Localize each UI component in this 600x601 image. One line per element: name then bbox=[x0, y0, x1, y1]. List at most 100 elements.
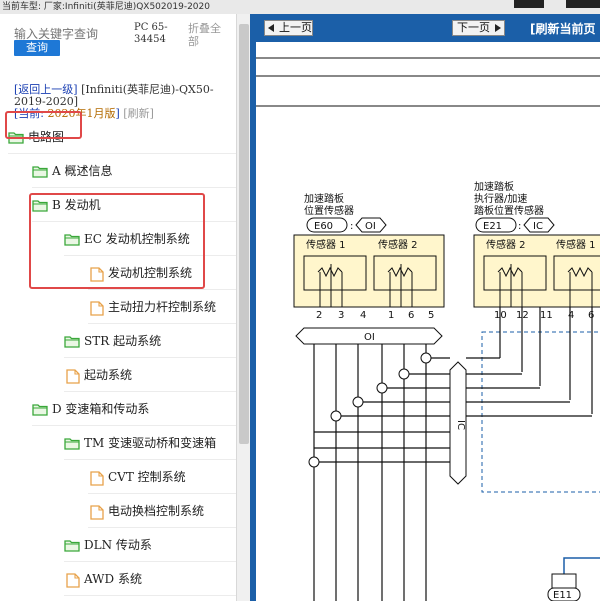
tree-item[interactable]: DLN 传动系 bbox=[64, 528, 236, 562]
tree-item-label: 电动换档控制系统 bbox=[108, 504, 205, 518]
current-vehicle-text: 当前车型: 厂家:Infiniti(英菲尼迪)QX502019-2020 bbox=[2, 2, 210, 12]
diagram-viewer: 上一页 下一页 [刷新当前页 加速踏板 位置传感器 E60 : OI 传感器 1… bbox=[256, 14, 600, 601]
document-icon bbox=[90, 301, 106, 316]
dashed-frame bbox=[481, 331, 600, 493]
oi-bus-connector bbox=[295, 327, 443, 345]
tree-item-label: B 发动机 bbox=[52, 198, 101, 212]
left-connector-badge bbox=[306, 217, 348, 233]
next-page-button[interactable]: 下一页 bbox=[452, 20, 505, 36]
left-connector-label: E60 bbox=[314, 221, 333, 232]
top-button-2[interactable] bbox=[566, 0, 600, 8]
arrow-left-icon bbox=[268, 24, 274, 32]
document-icon bbox=[66, 573, 82, 588]
tree-item[interactable]: B 发动机 bbox=[32, 188, 236, 222]
tree-item[interactable]: 发动机控制系统 bbox=[88, 256, 236, 290]
left-pin: 3 bbox=[338, 310, 344, 321]
tree-item[interactable]: CVT 控制系统 bbox=[88, 460, 236, 494]
tree-item-label: D 变速箱和传动系 bbox=[52, 402, 150, 416]
folder-icon bbox=[32, 199, 48, 212]
panel-divider[interactable] bbox=[250, 14, 256, 601]
left-title-1: 加速踏板 bbox=[304, 192, 344, 205]
wires bbox=[313, 307, 593, 601]
right-sensor2-label: 传感器 2 bbox=[486, 238, 526, 251]
left-sensor2-label: 传感器 2 bbox=[378, 238, 418, 251]
prev-page-label: 上一页 bbox=[279, 21, 312, 34]
right-title-1: 加速踏板 bbox=[474, 180, 514, 193]
scrollbar-thumb[interactable] bbox=[239, 24, 249, 444]
search-input[interactable] bbox=[14, 26, 124, 42]
tree-item[interactable]: STR 起动系统 bbox=[64, 324, 236, 358]
bottom-connector-badge bbox=[547, 587, 581, 601]
pc-code: PC 65-34454 bbox=[134, 22, 168, 45]
tree-item[interactable]: 起动系统 bbox=[64, 358, 236, 392]
right-connector-label: E21 bbox=[483, 221, 502, 232]
left-harness-label: OI bbox=[365, 221, 376, 232]
left-panel: 查询 PC 65-34454 折叠全部 [返回上一级] [Infiniti(英菲… bbox=[0, 14, 236, 601]
left-title-2: 位置传感器 bbox=[304, 204, 354, 217]
right-connector-badge bbox=[475, 217, 517, 233]
prev-page-button[interactable]: 上一页 bbox=[264, 20, 313, 36]
right-pin-numbers: 10 12 11 4 6 bbox=[494, 310, 594, 321]
current-prefix: [当前: bbox=[14, 107, 48, 120]
top-status-bar: 当前车型: 厂家:Infiniti(英菲尼迪)QX502019-2020 bbox=[0, 0, 600, 14]
tree-item-label: STR 起动系统 bbox=[84, 334, 162, 348]
tree-item[interactable]: A 概述信息 bbox=[32, 154, 236, 188]
arrow-right-icon bbox=[495, 24, 501, 32]
left-pin: 1 bbox=[388, 310, 394, 321]
left-colon: : bbox=[350, 221, 353, 232]
tree-item-label: A 概述信息 bbox=[52, 164, 113, 178]
tree-item[interactable]: TM 变速驱动桥和变速箱 bbox=[64, 426, 236, 460]
tree-item[interactable]: AWD 系统 bbox=[64, 562, 236, 596]
ground-wire bbox=[563, 557, 600, 574]
folder-icon bbox=[64, 335, 80, 348]
bottom-connector-label: E11 bbox=[553, 590, 572, 601]
right-title-2: 执行器/加速 bbox=[474, 192, 527, 205]
next-page-label: 下一页 bbox=[457, 21, 490, 34]
right-harness-label: IC bbox=[533, 221, 543, 232]
ic-bus-connector bbox=[449, 361, 467, 485]
folder-icon bbox=[64, 233, 80, 246]
tree-item[interactable]: EC 发动机控制系统 bbox=[64, 222, 236, 256]
model-label: [Infiniti(英菲尼迪)-QX50-2019-2020] bbox=[14, 83, 214, 108]
refresh-page-link[interactable]: [刷新当前页 bbox=[530, 22, 596, 36]
top-button[interactable] bbox=[514, 0, 544, 8]
left-sensor1-label: 传感器 1 bbox=[306, 238, 346, 251]
search-button[interactable]: 查询 bbox=[14, 40, 60, 56]
folder-icon bbox=[32, 165, 48, 178]
wire-junctions bbox=[308, 352, 432, 468]
right-title-3: 踏板位置传感器 bbox=[474, 204, 544, 217]
left-pin-numbers: 2 3 4 1 6 5 bbox=[316, 310, 434, 321]
folder-icon bbox=[64, 539, 80, 552]
folder-icon bbox=[64, 437, 80, 450]
tree-item-label: TM 变速驱动桥和变速箱 bbox=[84, 436, 217, 450]
right-pin: 4 bbox=[568, 310, 574, 321]
left-pin: 5 bbox=[428, 310, 434, 321]
tree-item[interactable]: D 变速箱和传动系 bbox=[32, 392, 236, 426]
ic-bus-label: IC bbox=[455, 420, 466, 430]
folder-icon bbox=[32, 403, 48, 416]
right-pin: 11 bbox=[540, 310, 553, 321]
left-pin: 6 bbox=[408, 310, 414, 321]
document-icon bbox=[90, 505, 106, 520]
document-icon bbox=[66, 369, 82, 384]
collapse-all-link[interactable]: 折叠全部 bbox=[188, 22, 221, 48]
tree-item-label: 发动机控制系统 bbox=[108, 266, 193, 280]
tree-item-label: 主动扭力杆控制系统 bbox=[108, 300, 217, 314]
left-pin: 4 bbox=[360, 310, 366, 321]
left-scrollbar[interactable] bbox=[236, 14, 250, 601]
document-icon bbox=[90, 471, 106, 486]
highlight-box-wiring bbox=[5, 111, 82, 139]
tree-item-label: DLN 传动系 bbox=[84, 538, 152, 552]
highlight-box-engine bbox=[29, 193, 205, 289]
oi-bus-label: OI bbox=[364, 332, 375, 343]
back-link[interactable]: [返回上一级] bbox=[14, 83, 78, 96]
tree-item-label: AWD 系统 bbox=[84, 572, 142, 586]
ground-symbol bbox=[551, 573, 577, 589]
tree-item[interactable]: 主动扭力杆控制系统 bbox=[88, 290, 236, 324]
refresh-link[interactable]: [刷新] bbox=[123, 107, 154, 120]
right-pin: 6 bbox=[588, 310, 594, 321]
viewer-toolbar: 上一页 下一页 [刷新当前页 bbox=[256, 14, 600, 42]
tree-item[interactable]: 电动换档控制系统 bbox=[88, 494, 236, 528]
tree-item-label: CVT 控制系统 bbox=[108, 470, 186, 484]
current-suffix: ] bbox=[115, 107, 120, 120]
